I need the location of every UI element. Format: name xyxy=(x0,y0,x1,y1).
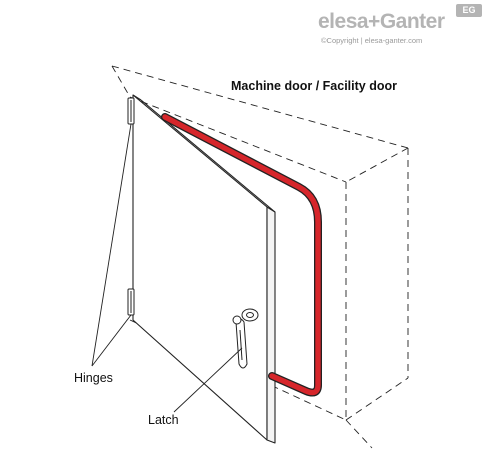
door-panel xyxy=(132,94,276,444)
hinges-label: Hinges xyxy=(74,371,113,385)
door-front-face xyxy=(132,94,268,441)
top-left-edge xyxy=(111,65,131,98)
door-top-edge xyxy=(132,94,142,101)
latch xyxy=(232,308,259,369)
hinges-leader-lower xyxy=(91,314,132,367)
copyright-text: ©Copyright | elesa-ganter.com xyxy=(321,36,423,45)
top-front-edge xyxy=(345,147,409,183)
door-edge-face xyxy=(266,206,276,444)
brand-badge: EG xyxy=(456,4,482,17)
bottom-floor-edge xyxy=(345,419,373,449)
latch-leader xyxy=(173,347,243,413)
latch-label: Latch xyxy=(148,413,179,427)
hinge-upper xyxy=(127,97,135,125)
top-back-edge xyxy=(111,65,409,149)
wall-top-edge xyxy=(129,96,347,183)
bottom-right-edge xyxy=(345,377,409,421)
brand-logo: elesa+Ganter xyxy=(318,10,445,33)
leader-lines xyxy=(91,123,243,413)
hinge-lower xyxy=(127,288,135,316)
diagram-title: Machine door / Facility door xyxy=(231,79,397,93)
hinges-leader-upper xyxy=(91,123,132,367)
handle-fill xyxy=(162,114,321,396)
handle-profile xyxy=(161,113,322,397)
